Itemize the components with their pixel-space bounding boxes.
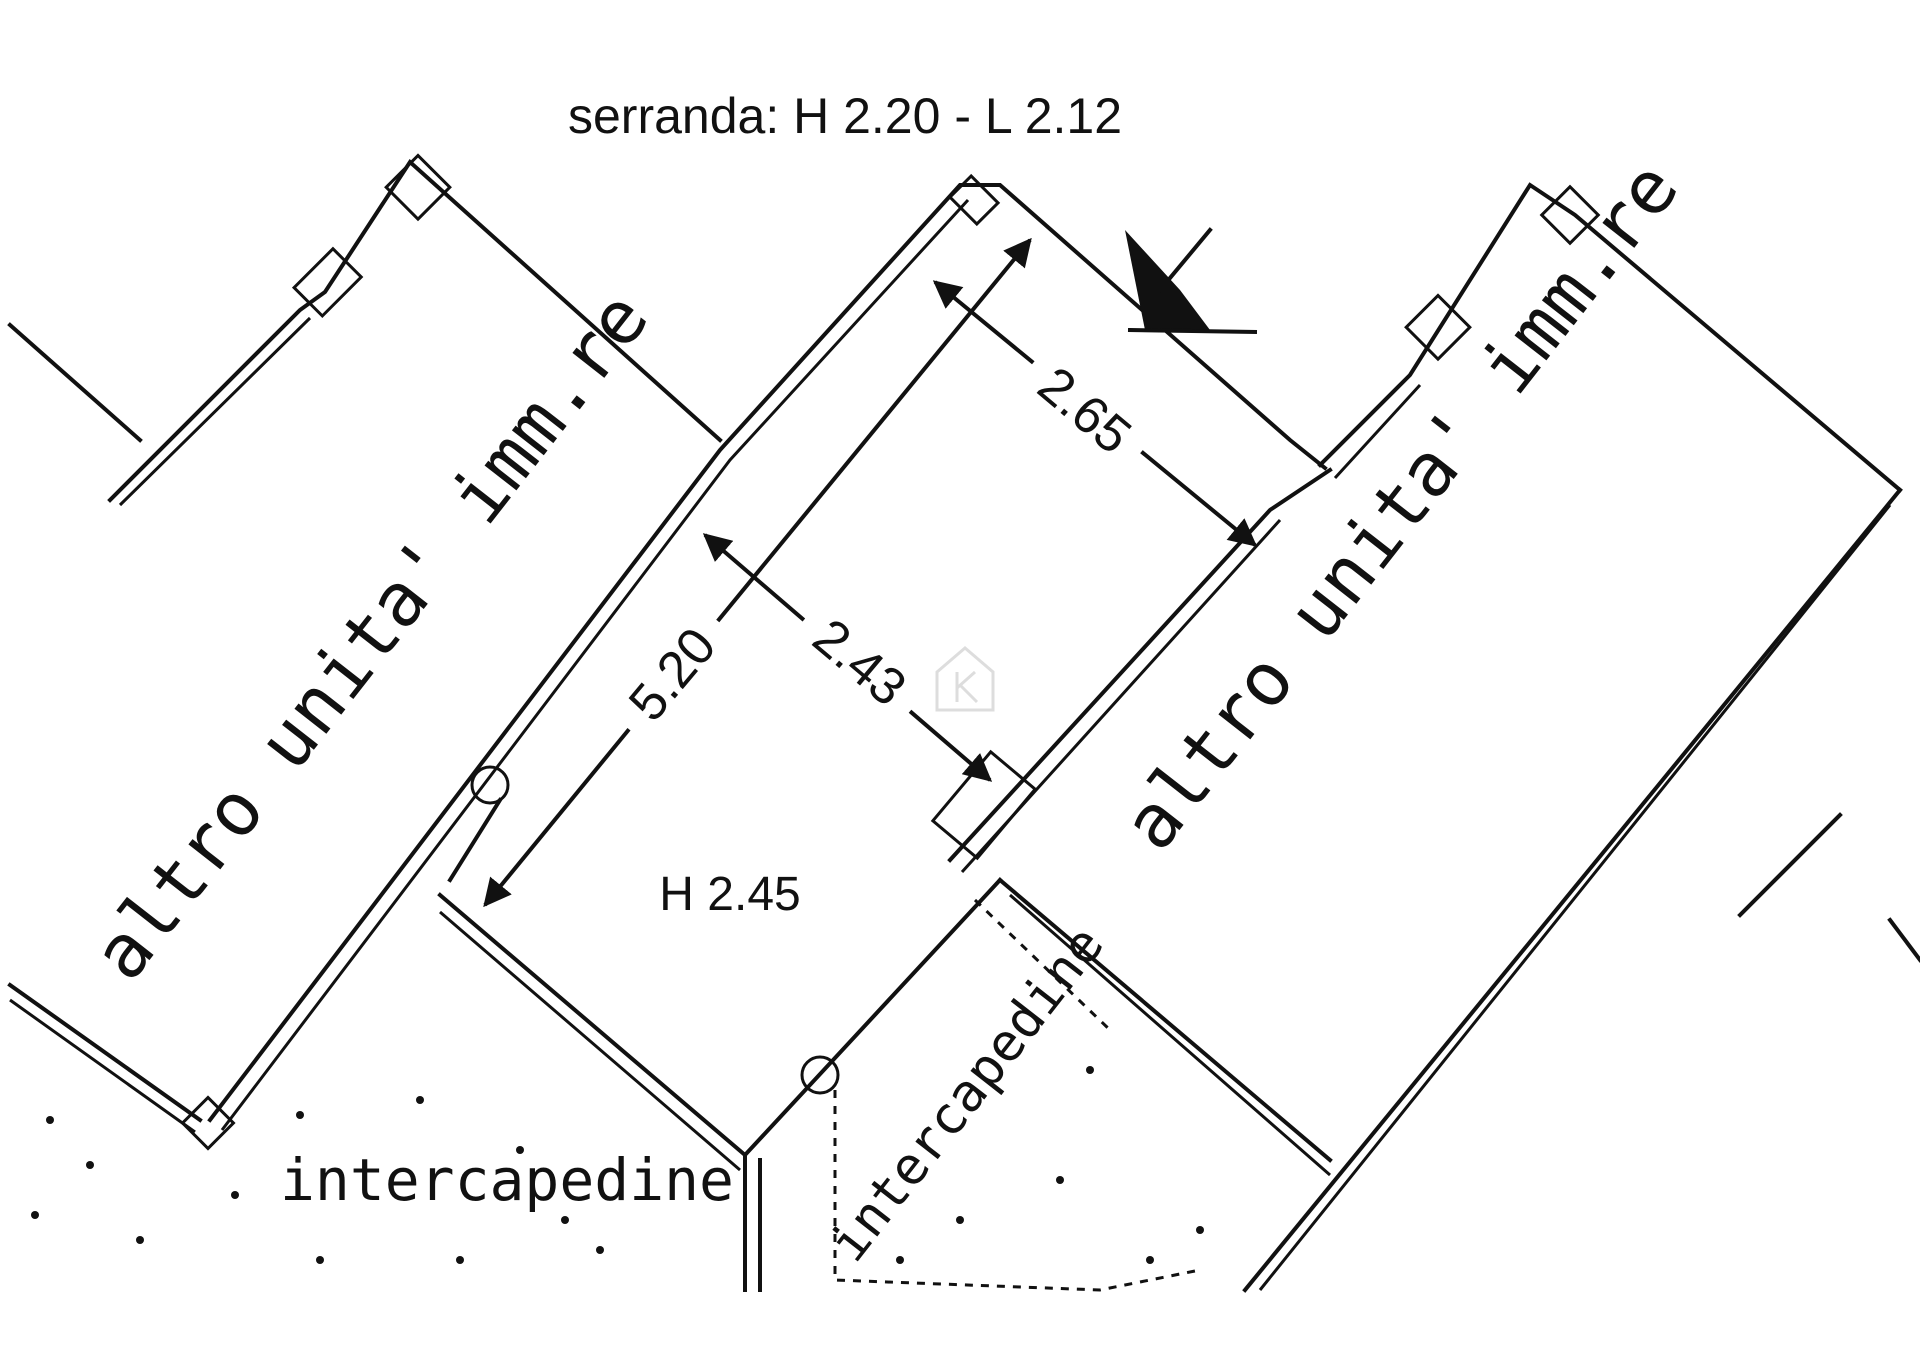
intercapedine-dashed-line (833, 1090, 1201, 1292)
intercapedine-dots (31, 1066, 1204, 1264)
right-unit-label: altro unita' imm.re (1106, 146, 1695, 866)
shutter-dimensions-label: serranda: H 2.20 - L 2.12 (568, 88, 1122, 144)
garage-walls (207, 173, 1333, 1292)
right-unit-walls (997, 182, 1920, 1293)
right-gap-label: intercapedine (818, 915, 1116, 1273)
house-k-logo-icon (935, 646, 995, 712)
entrance-arrow-icon (1125, 227, 1258, 335)
bottom-gap-label: intercapedine (280, 1146, 734, 1214)
height-label: H 2.45 (659, 868, 800, 921)
